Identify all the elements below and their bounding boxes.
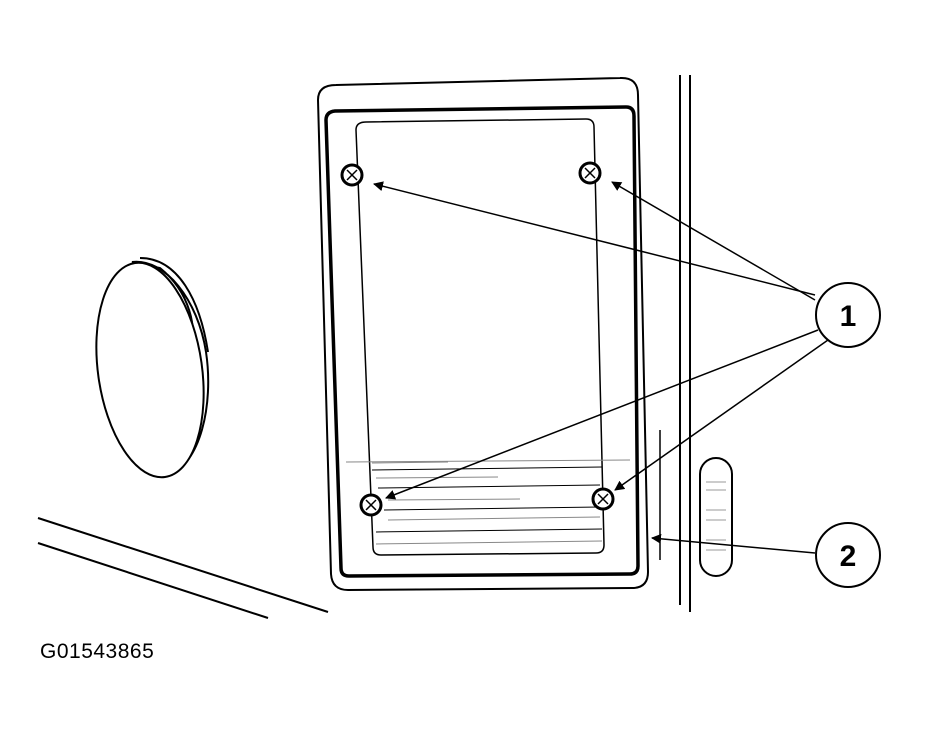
cross-head-screw-icon (359, 493, 383, 517)
leader-arrow (651, 533, 816, 554)
cross-head-screw-icon (591, 487, 615, 511)
fuel-filler-door (95, 257, 210, 479)
figure-id: G01543865 (40, 640, 155, 663)
leader-arrow (373, 181, 816, 296)
leader-arrow (385, 329, 819, 500)
leader-arrow (611, 181, 816, 301)
cross-head-screw-icon (340, 163, 364, 187)
callout-2: 2 (815, 522, 881, 588)
callout-number: 1 (840, 300, 857, 333)
lens-ribs (345, 459, 631, 545)
door-hinge (699, 457, 733, 577)
callout-number: 2 (840, 540, 857, 573)
leader-arrow (614, 339, 829, 491)
cross-head-screw-icon (578, 161, 602, 185)
rear-pillar-lines (659, 75, 691, 612)
callout-1-leaders (373, 181, 829, 500)
tail-lamp-assembly (316, 76, 650, 592)
body-panel-lines (37, 517, 329, 619)
callout-1: 1 (815, 282, 881, 348)
lamp-gasket (324, 105, 640, 578)
lamp-lens (355, 118, 605, 556)
